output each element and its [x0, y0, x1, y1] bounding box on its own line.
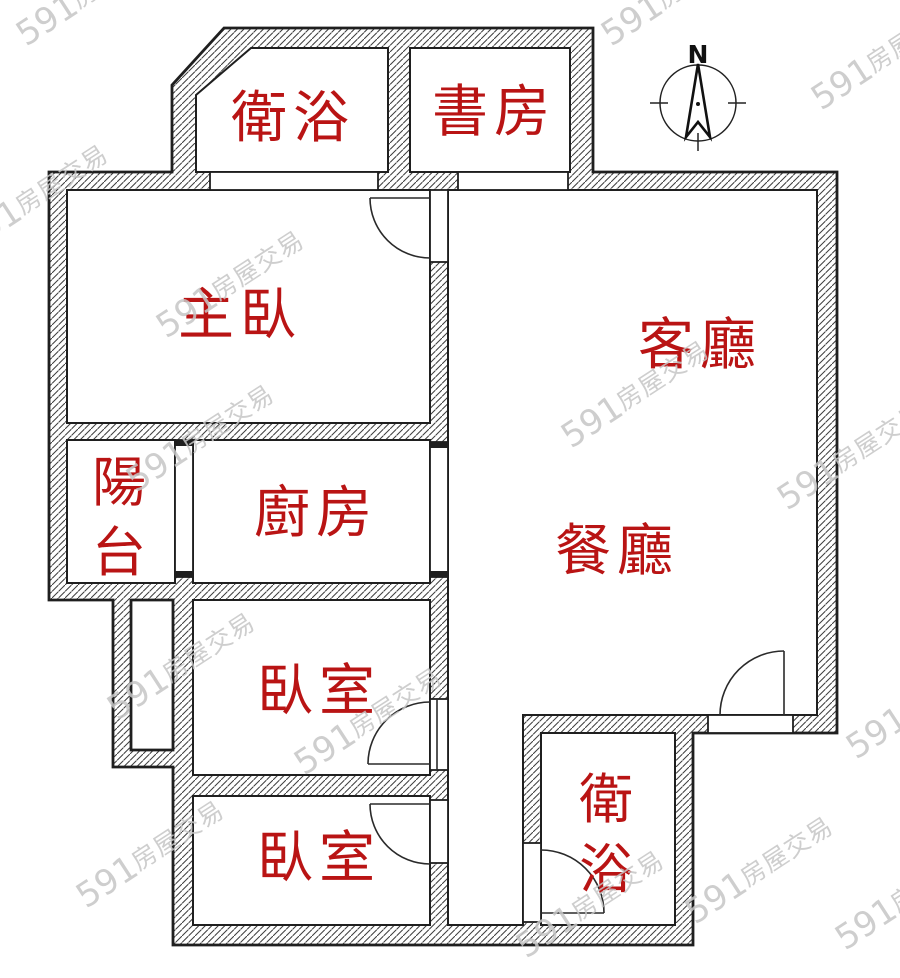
room-label-master-bedroom: 主臥	[178, 285, 302, 347]
door-frame-bathroom-bottom	[522, 842, 542, 923]
window-kitchen-dining	[429, 441, 449, 578]
compass-north-label: N	[688, 40, 709, 69]
room-living-dining-floor	[447, 189, 818, 926]
window-cap	[430, 442, 448, 448]
room-label-bathroom-bottom-char1: 衛	[579, 770, 633, 830]
room-bathroom-bottom-floor	[540, 732, 676, 926]
door-swing-bathroom-bottom	[540, 849, 605, 914]
watermark: 591房屋交易	[839, 642, 900, 768]
room-bathroom-top-floor	[195, 47, 389, 173]
room-label-bedroom1: 臥室	[257, 661, 381, 723]
door-frame-master	[429, 189, 449, 263]
door-frame-bedroom2	[429, 799, 449, 864]
door-swing-master	[369, 197, 431, 259]
window-cap	[175, 440, 193, 446]
room-balcony-floor	[66, 439, 176, 584]
room-label-dining-room: 餐廳	[555, 521, 679, 583]
room-label-bathroom-bottom-char2: 浴	[579, 840, 633, 900]
watermark: 591房屋交易	[594, 0, 757, 55]
room-label-bathroom-top: 衛浴	[231, 88, 355, 150]
room-label-bedroom2: 臥室	[257, 828, 381, 890]
door-frame-bedroom1	[429, 698, 449, 771]
room-label-balcony-char2: 台	[92, 523, 146, 583]
window-bathroom-top	[209, 171, 379, 191]
room-bedroom1-floor	[192, 599, 431, 776]
room-label-living-room: 客廳	[638, 315, 762, 377]
room-label-study: 書房	[432, 82, 556, 144]
door-swing-bedroom2	[369, 803, 431, 865]
room-label-kitchen: 廚房	[254, 483, 378, 545]
watermark: 591房屋交易	[828, 833, 900, 959]
compass: N	[650, 40, 746, 151]
compass-center-dot	[696, 102, 700, 106]
door-swing-entry	[719, 650, 785, 716]
room-label-balcony-char1: 陽	[92, 453, 146, 513]
window-cap	[430, 571, 448, 577]
window-study	[457, 171, 569, 191]
room-study-floor	[409, 47, 571, 173]
compass-needle-icon	[683, 63, 713, 142]
door-swing-bedroom1	[367, 701, 431, 765]
watermark: 591房屋交易	[804, 0, 900, 119]
watermark: 591房屋交易	[678, 807, 841, 933]
room-master-bedroom-floor	[66, 189, 431, 424]
watermark: 591房屋交易	[9, 0, 172, 55]
door-frame-entry	[707, 714, 794, 734]
window-cap	[175, 571, 193, 577]
